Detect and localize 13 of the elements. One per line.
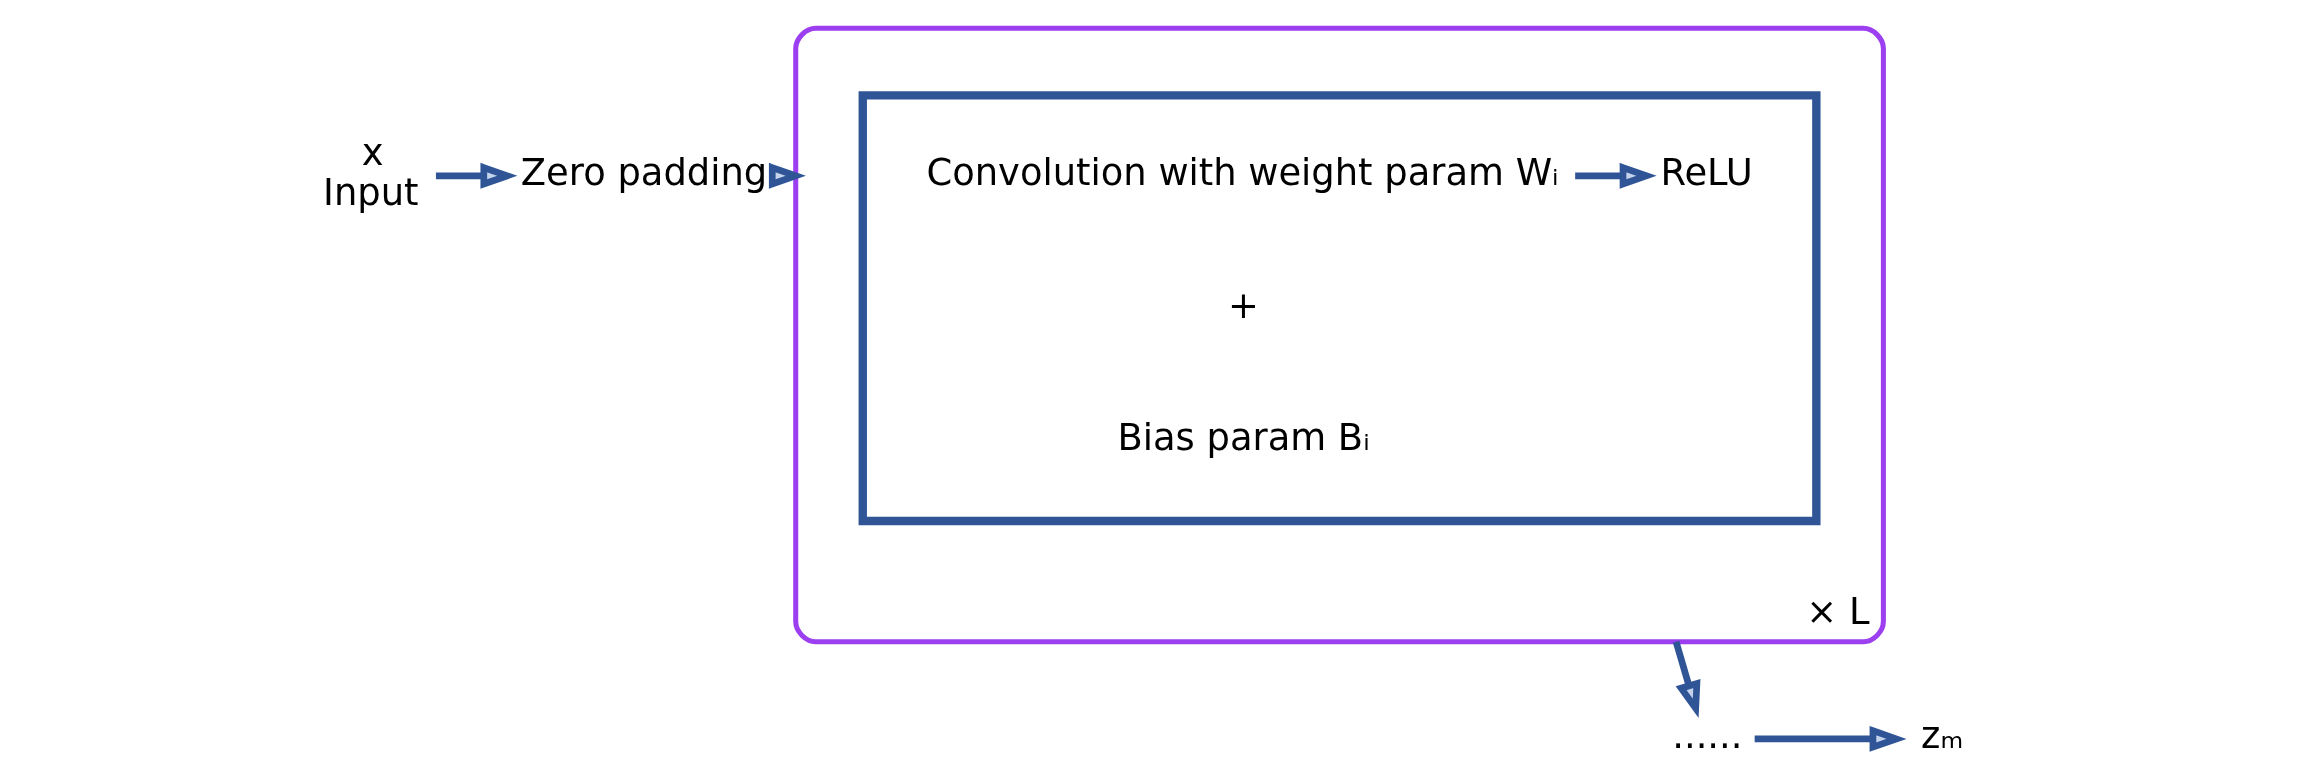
node-text: ReLU <box>1660 151 1753 195</box>
cluster <box>858 91 1821 526</box>
node-text: x Input <box>323 131 419 215</box>
arrow <box>1754 725 1907 752</box>
label: Bias param Bᵢ <box>1117 415 1370 459</box>
node-text: Zero padding <box>520 151 768 195</box>
arrow <box>435 162 518 189</box>
label: + <box>1228 283 1259 327</box>
node-text: ...... <box>1672 714 1743 758</box>
arrow <box>768 162 806 189</box>
node-text: zₘ <box>1921 714 1964 758</box>
arrow <box>1672 640 1701 719</box>
node-text: Convolution with weight param Wᵢ <box>926 151 1559 195</box>
